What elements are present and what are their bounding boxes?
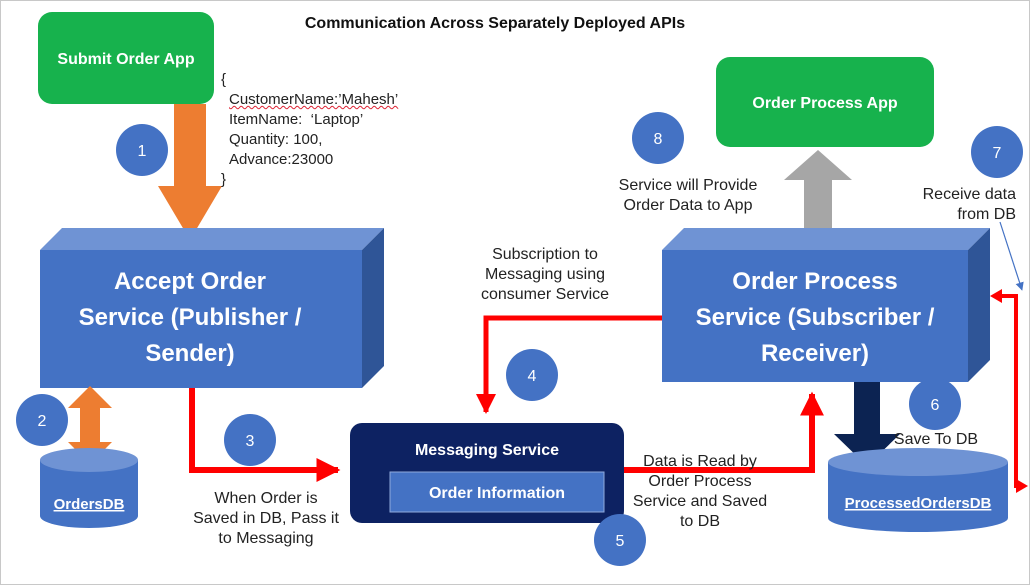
annotation-data-read: Data is Read by Order Process Service an… bbox=[632, 453, 768, 530]
payload-line-item: ItemName: ‘Laptop’ bbox=[229, 111, 364, 128]
payload-line-advance: Advance:23000 bbox=[229, 151, 334, 168]
submit-order-app-node: Submit Order App bbox=[38, 12, 214, 104]
receive-data-pointer bbox=[999, 221, 1024, 291]
step-circle-6: 6 bbox=[909, 378, 961, 430]
svg-text:5: 5 bbox=[616, 533, 625, 550]
svg-text:8: 8 bbox=[654, 131, 663, 148]
arrow-data-read bbox=[624, 391, 824, 473]
svg-text:4: 4 bbox=[528, 368, 537, 385]
order-information-label: Order Information bbox=[429, 485, 565, 502]
arrow-accept-to-messaging bbox=[189, 388, 341, 482]
annotation-save-to-db: Save To DB bbox=[893, 431, 979, 448]
processed-ordersdb-node: ProcessedOrdersDB bbox=[828, 448, 1008, 532]
accept-order-line-2: Service (Publisher / bbox=[79, 304, 302, 331]
order-process-line-3: Receiver) bbox=[761, 340, 869, 367]
order-process-line-2: Service (Subscriber / bbox=[696, 304, 935, 331]
step-circle-1: 1 bbox=[116, 124, 168, 176]
order-process-app-label: Order Process App bbox=[752, 95, 897, 112]
annotation-provide-data: Service will Provide Order Data to App bbox=[618, 177, 758, 214]
step-circle-8: 8 bbox=[632, 112, 684, 164]
payload-line-customer: CustomerName:’Mahesh’ bbox=[229, 91, 399, 108]
submit-order-app-label: Submit Order App bbox=[57, 51, 194, 68]
step-circle-7: 7 bbox=[971, 126, 1023, 178]
payload-line-quantity: Quantity: 100, bbox=[229, 131, 323, 148]
processed-ordersdb-label: ProcessedOrdersDB bbox=[845, 495, 992, 512]
svg-text:1: 1 bbox=[138, 143, 147, 160]
messaging-service-label: Messaging Service bbox=[415, 442, 559, 459]
arrow-save-to-db bbox=[834, 382, 900, 466]
messaging-service-node: Messaging Service Order Information bbox=[350, 423, 624, 523]
annotation-receive-data: Receive data from DB bbox=[922, 186, 1016, 223]
accept-order-line-3: Sender) bbox=[145, 340, 234, 367]
arrow-subscription bbox=[476, 315, 662, 414]
accept-order-service-node: Accept Order Service (Publisher / Sender… bbox=[40, 228, 384, 388]
arrow-service-to-app bbox=[784, 150, 852, 238]
ordersdb-node: OrdersDB bbox=[40, 448, 138, 528]
svg-text:2: 2 bbox=[38, 413, 47, 430]
order-process-app-node: Order Process App bbox=[716, 57, 934, 147]
step-circle-5: 5 bbox=[594, 514, 646, 566]
order-process-service-node: Order Process Service (Subscriber / Rece… bbox=[662, 228, 990, 382]
diagram-title: Communication Across Separately Deployed… bbox=[304, 15, 686, 32]
svg-text:6: 6 bbox=[931, 397, 940, 414]
ordersdb-label: OrdersDB bbox=[54, 496, 125, 513]
payload-open: { bbox=[221, 71, 227, 88]
accept-order-line-1: Accept Order bbox=[114, 268, 266, 295]
svg-text:3: 3 bbox=[246, 433, 255, 450]
arrow-submit-to-accept bbox=[158, 104, 222, 240]
order-process-line-1: Order Process bbox=[732, 268, 897, 295]
payload-close: } bbox=[221, 171, 227, 188]
annotation-subscription: Subscription to Messaging using consumer… bbox=[480, 246, 610, 303]
arrow-accept-ordersdb bbox=[68, 386, 112, 464]
step-circle-3: 3 bbox=[224, 414, 276, 466]
step-circle-2: 2 bbox=[16, 394, 68, 446]
annotation-pass-to-messaging: When Order is Saved in DB, Pass it to Me… bbox=[193, 490, 339, 547]
order-payload-text: { CustomerName:’Mahesh’ ItemName: ‘Lapto… bbox=[221, 70, 398, 190]
step-circle-4: 4 bbox=[506, 349, 558, 401]
svg-text:7: 7 bbox=[993, 145, 1002, 162]
